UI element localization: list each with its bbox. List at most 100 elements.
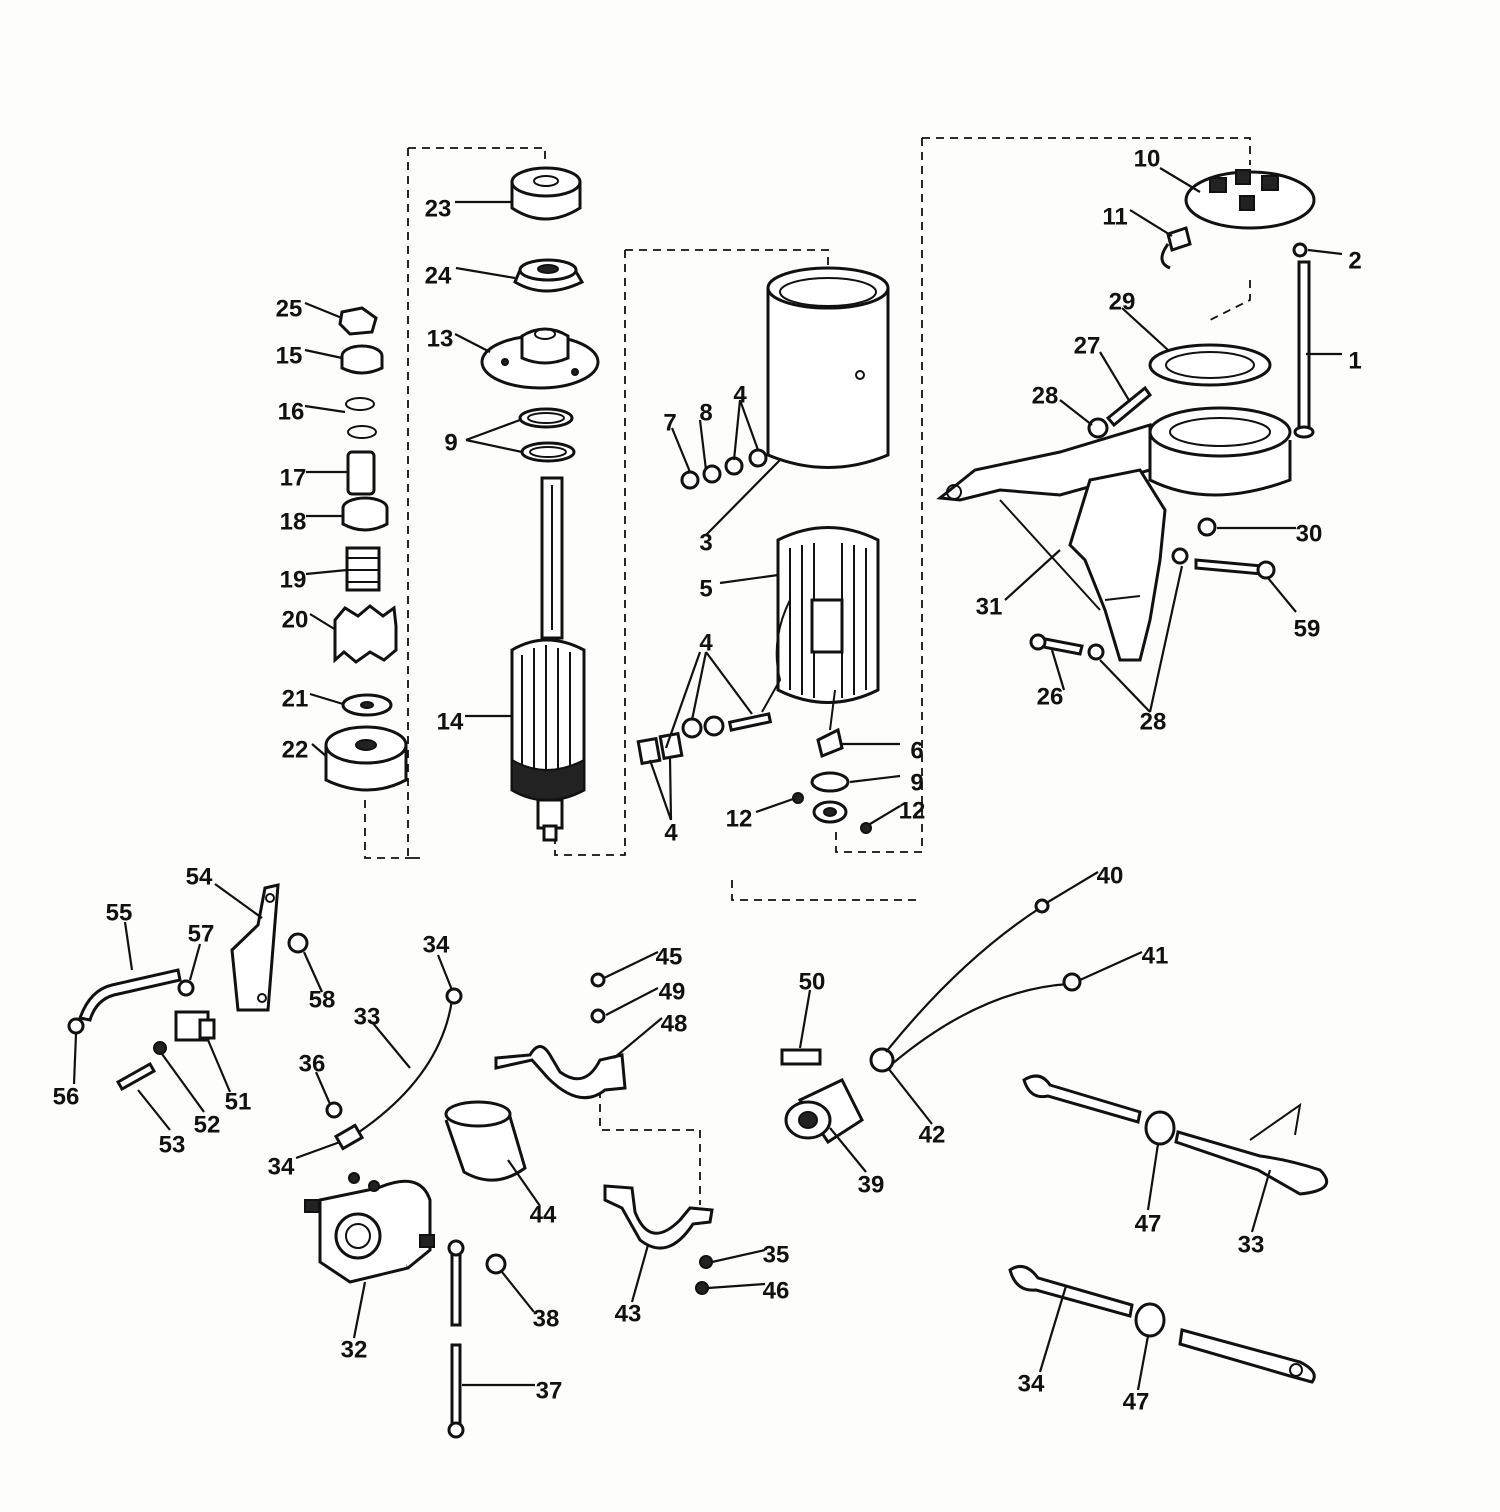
part-9-washers — [518, 407, 576, 463]
callout-p12a: 12 — [726, 805, 753, 832]
part-44-boot — [444, 1100, 527, 1182]
callout-p21: 21 — [282, 685, 309, 712]
part-31-drive-housing-bracket — [936, 406, 1292, 662]
callout-p46: 46 — [763, 1277, 790, 1304]
callout-p28b: 28 — [1140, 708, 1167, 735]
callout-p9b: 9 — [910, 769, 923, 796]
parts-9-12-lower — [792, 771, 872, 834]
callout-p23: 23 — [425, 195, 452, 222]
callout-p32: 32 — [341, 1336, 368, 1363]
callout-p5: 5 — [699, 575, 712, 602]
callout-p58: 58 — [309, 986, 336, 1013]
callout-p57: 57 — [188, 920, 215, 947]
callout-p27: 27 — [1074, 332, 1101, 359]
callout-p16: 16 — [278, 398, 305, 425]
parts-51-to-58-solenoid-bracket — [67, 883, 309, 1092]
callout-p34a: 34 — [423, 931, 450, 958]
callout-p19: 19 — [280, 566, 307, 593]
callout-p40: 40 — [1097, 862, 1124, 889]
parts-7-8-4-nuts-washers — [680, 448, 768, 490]
part-1-2-through-bolt — [1292, 242, 1315, 439]
leader-lines — [72, 167, 1343, 1391]
callout-p59: 59 — [1294, 615, 1321, 642]
callout-p53: 53 — [159, 1131, 186, 1158]
callout-p52: 52 — [194, 1111, 221, 1138]
callout-p34b: 34 — [268, 1153, 295, 1180]
callout-p55: 55 — [106, 899, 133, 926]
callout-p4c: 4 — [664, 819, 678, 846]
part-50-decal — [780, 1048, 822, 1066]
callout-p7: 7 — [663, 409, 676, 436]
callout-p8: 8 — [699, 399, 712, 426]
callout-p22: 22 — [282, 736, 309, 763]
part-10-brush-plate — [1184, 169, 1316, 230]
parts-33-34-36-battery-cable — [325, 987, 463, 1151]
callout-p24: 24 — [425, 262, 452, 289]
group-boxes — [364, 137, 1251, 1205]
callout-p56: 56 — [53, 1083, 80, 1110]
part-13-end-frame — [480, 327, 600, 390]
callout-p13: 13 — [427, 325, 454, 352]
callout-p48: 48 — [661, 1010, 688, 1037]
callout-p2: 2 — [1348, 247, 1361, 274]
callout-p18: 18 — [280, 508, 307, 535]
part-32-solenoid — [304, 1172, 435, 1284]
parts-26-28-30-59-fasteners — [1029, 517, 1276, 661]
callout-p6: 6 — [910, 737, 923, 764]
part-24-bushing — [513, 258, 585, 293]
callout-p11: 11 — [1102, 203, 1127, 230]
part-3-field-frame — [766, 266, 890, 469]
callout-p12b: 12 — [899, 797, 926, 824]
callout-p47a: 47 — [1135, 1210, 1162, 1237]
callout-p26: 26 — [1037, 683, 1064, 710]
callout-p25: 25 — [276, 295, 303, 322]
callout-p33a: 33 — [354, 1003, 381, 1030]
callout-p43: 43 — [615, 1300, 642, 1327]
part-14-armature — [510, 476, 586, 842]
parts-39-42-ignition-switch — [784, 898, 1082, 1145]
callout-p37: 37 — [536, 1377, 563, 1404]
callout-p4b: 4 — [699, 629, 713, 656]
callout-p38: 38 — [533, 1305, 560, 1332]
callout-p4a: 4 — [733, 381, 747, 408]
callout-p42: 42 — [919, 1121, 946, 1148]
parts-34-47-battery-cable-bottom — [1008, 1264, 1316, 1384]
callout-p17: 17 — [280, 464, 307, 491]
part-6-lead — [816, 727, 844, 759]
callout-p20: 20 — [282, 606, 309, 633]
part-27-28-bolt-nut — [1087, 385, 1153, 439]
part-4-insulators — [636, 712, 773, 766]
callout-p35: 35 — [763, 1241, 790, 1268]
part-23-end-cap — [510, 166, 582, 221]
callout-p34c: 34 — [1018, 1370, 1045, 1397]
callout-p39: 39 — [858, 1171, 885, 1198]
callout-p3: 3 — [699, 529, 712, 556]
callout-p9a: 9 — [444, 429, 457, 456]
callout-p14: 14 — [437, 708, 464, 735]
parts-33-47-battery-cable-right — [1022, 1074, 1329, 1196]
drive-parts-15-to-25 — [324, 306, 408, 792]
part-11-brush — [1160, 226, 1192, 270]
callout-p31: 31 — [976, 593, 1003, 620]
part-29-seal — [1148, 343, 1272, 387]
callout-p15: 15 — [276, 342, 303, 369]
callout-p54: 54 — [186, 863, 213, 890]
callout-p10: 10 — [1134, 145, 1161, 172]
callout-p30: 30 — [1296, 520, 1323, 547]
callout-p1: 1 — [1348, 347, 1361, 374]
callout-p33b: 33 — [1238, 1231, 1265, 1258]
part-5-field-coils — [761, 526, 880, 731]
callout-p45: 45 — [656, 943, 683, 970]
callout-p50: 50 — [799, 968, 826, 995]
callout-p51: 51 — [225, 1088, 252, 1115]
callout-p29: 29 — [1109, 288, 1136, 315]
callout-p47b: 47 — [1123, 1388, 1150, 1415]
callout-p49: 49 — [659, 978, 686, 1005]
part-37-38-cable-nut — [447, 1239, 507, 1439]
callout-p44: 44 — [530, 1201, 557, 1228]
callout-p41: 41 — [1142, 942, 1169, 969]
callout-p36: 36 — [299, 1050, 326, 1077]
